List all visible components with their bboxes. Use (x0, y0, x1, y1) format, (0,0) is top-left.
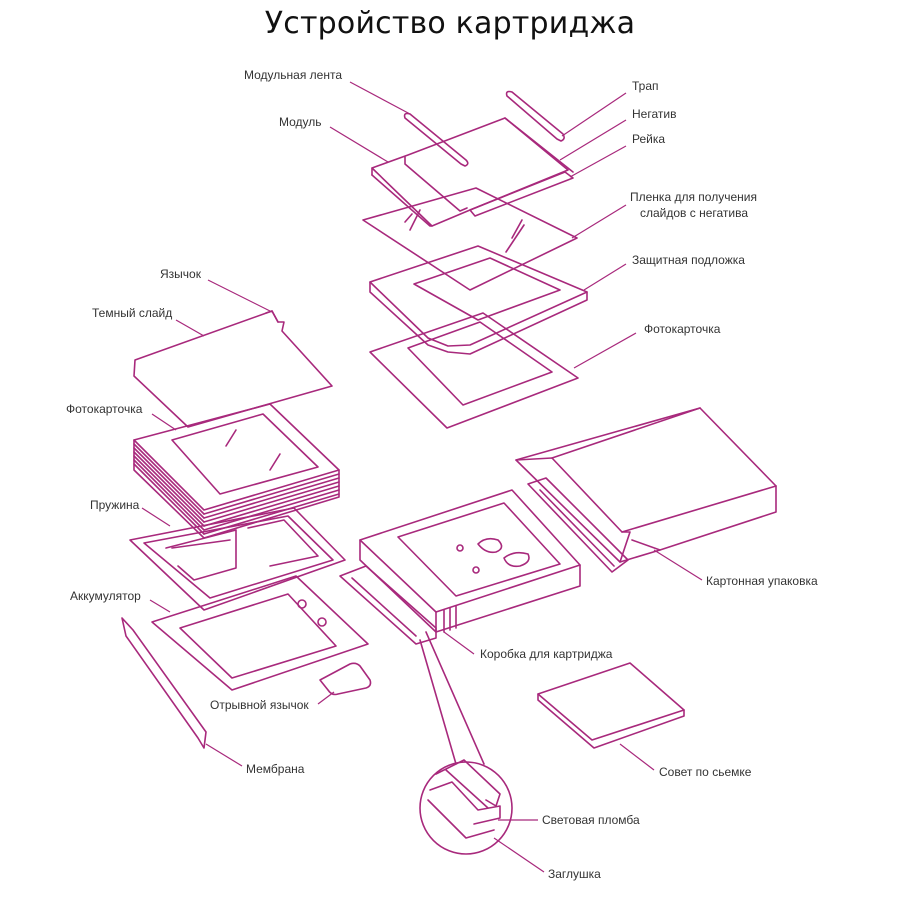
label-photo-card-left: Фотокарточка (66, 402, 143, 416)
shooting-tip-part (537, 662, 685, 749)
pull-tab-part (319, 662, 372, 696)
dark-slide-part (133, 310, 333, 428)
label-protective-backing: Защитная подложка (632, 253, 745, 267)
label-slide-film-line2: слайдов с негатива (640, 206, 748, 220)
module-part (371, 117, 574, 227)
label-tongue: Язычок (160, 267, 202, 281)
label-negative: Негатив (632, 107, 676, 121)
modular-tape-part (403, 112, 469, 167)
label-rail: Рейка (632, 132, 665, 146)
cartridge-box-part (339, 489, 581, 645)
slide-film-part (362, 187, 578, 291)
label-slide-film-line1: Пленка для получения (630, 190, 757, 204)
label-dark-slide: Темный слайд (92, 306, 172, 320)
protective-backing-part (369, 245, 588, 355)
label-trap: Трап (632, 79, 659, 93)
label-photo-card-top: Фотокарточка (644, 322, 721, 336)
label-spring: Пружина (90, 498, 140, 512)
label-plug: Заглушка (548, 867, 601, 881)
label-light-seal: Световая пломба (542, 813, 640, 827)
leader-lines (141, 81, 703, 873)
label-membrane: Мембрана (246, 762, 305, 776)
label-shooting-tip: Совет по сьемке (659, 765, 752, 779)
label-cardboard-pack: Картонная упаковка (706, 574, 818, 588)
membrane-part (121, 617, 207, 749)
battery-part (151, 575, 369, 691)
label-cartridge-box: Коробка для картриджа (480, 647, 613, 661)
spring-part (129, 507, 346, 611)
diagram-title: Устройство картриджа (264, 6, 636, 41)
trap-part (505, 90, 565, 142)
photo-card-top-part (369, 312, 579, 429)
detail-inset-part (419, 631, 513, 855)
photo-card-pack-part (133, 403, 340, 539)
label-battery: Аккумулятор (70, 589, 141, 603)
label-pull-tab: Отрывной язычок (210, 698, 309, 712)
cardboard-pack-part (515, 407, 777, 573)
label-module: Модуль (279, 115, 322, 129)
label-modular-tape: Модульная лента (244, 68, 342, 82)
